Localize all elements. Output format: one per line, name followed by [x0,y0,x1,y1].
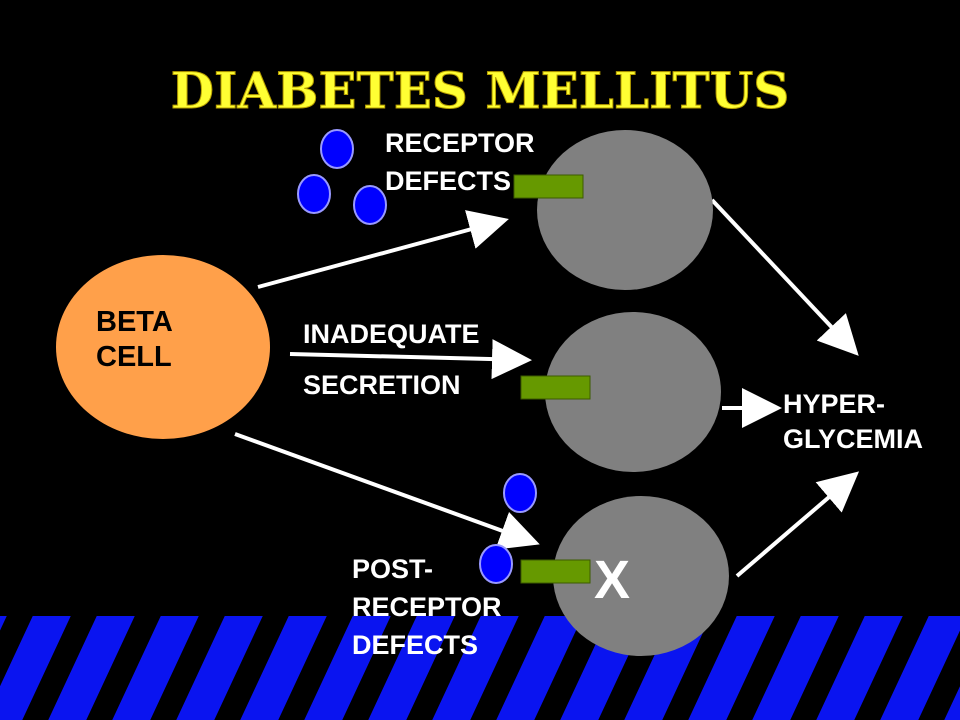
receptor-bottom [520,559,591,584]
insulin-molecule-5 [479,544,513,584]
receptor-defects-label-line1: RECEPTOR [385,128,535,158]
target-cell-postreceptor [553,496,729,656]
arrow-postreceptor-cell-to-hyperglycemia [735,471,860,578]
insulin-molecule-1 [320,129,354,169]
target-cell-secretion [545,312,721,472]
hyperglycemia-label-line2: GLYCEMIA [783,424,923,454]
target-cell-receptor [537,130,713,290]
receptor-defects-label-line2: DEFECTS [385,166,511,196]
receptor-middle [520,375,591,400]
blocked-mark: X [594,550,630,610]
arrows [234,198,860,578]
bottom-striped-band [0,616,960,720]
arrow-beta-to-receptor-cell [257,210,509,289]
receptor-top [513,174,584,199]
beta-cell-label-line2: CELL [96,341,172,373]
insulin-molecules [297,129,537,584]
inadequate-secretion-label-line2: SECRETION [303,370,461,400]
post-receptor-defects-label-line3: DEFECTS [352,630,478,660]
arrow-receptor-cell-to-hyperglycemia [710,198,859,356]
post-receptor-defects-label-line2: RECEPTOR [352,592,502,622]
insulin-molecule-3 [353,185,387,225]
arrow-beta-to-postreceptor-cell [234,432,540,550]
arrow-beta-to-secretion-cell [289,339,532,380]
inadequate-secretion-label-line1: INADEQUATE [303,319,480,349]
insulin-molecule-2 [297,174,331,214]
hyperglycemia-label-line1: HYPER- [783,389,885,419]
slide-title: DIABETES MELLITUS [171,61,790,120]
beta-cell [56,255,270,439]
beta-cell-label-line1: BETA [96,306,173,338]
insulin-molecule-4 [503,473,537,513]
post-receptor-defects-label-line1: POST- [352,554,433,584]
